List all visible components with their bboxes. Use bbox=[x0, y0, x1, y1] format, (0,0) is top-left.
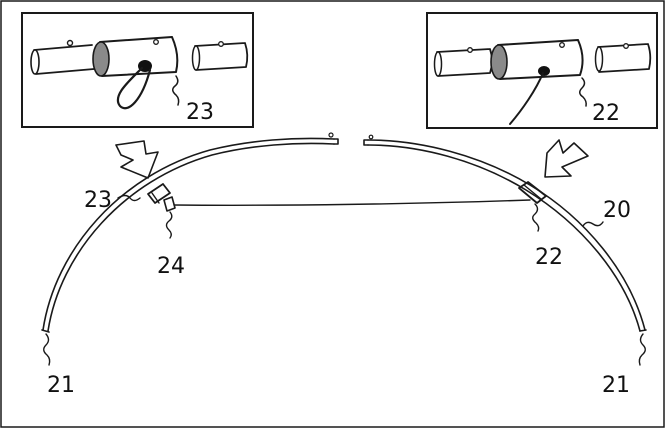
connector-right bbox=[518, 181, 547, 204]
leader-21-right bbox=[638, 333, 646, 366]
inset-right: 22 bbox=[426, 12, 658, 129]
leader-24 bbox=[165, 211, 173, 239]
inset-left: 23 bbox=[21, 12, 254, 128]
leader-20 bbox=[582, 221, 604, 227]
collar-shade bbox=[490, 44, 508, 80]
leader-23 bbox=[117, 194, 141, 202]
label-23: 23 bbox=[84, 188, 112, 213]
arrow-down-right-icon bbox=[115, 140, 159, 179]
inset-left-label: 23 bbox=[186, 100, 214, 125]
leader-22 bbox=[532, 203, 540, 232]
label-21-right: 21 bbox=[602, 373, 630, 398]
label-22: 22 bbox=[535, 245, 563, 270]
collar-shade bbox=[92, 41, 110, 77]
cord bbox=[173, 199, 531, 206]
frame-left-arc bbox=[41, 132, 339, 333]
frame-right-arc bbox=[363, 134, 647, 332]
arrow-down-left-icon bbox=[544, 139, 589, 178]
connector-left bbox=[147, 183, 176, 212]
label-20: 20 bbox=[603, 198, 631, 223]
label-21-left: 21 bbox=[47, 373, 75, 398]
inset-right-label: 22 bbox=[592, 101, 620, 126]
leader-21-left bbox=[43, 333, 51, 366]
label-24: 24 bbox=[157, 254, 185, 279]
